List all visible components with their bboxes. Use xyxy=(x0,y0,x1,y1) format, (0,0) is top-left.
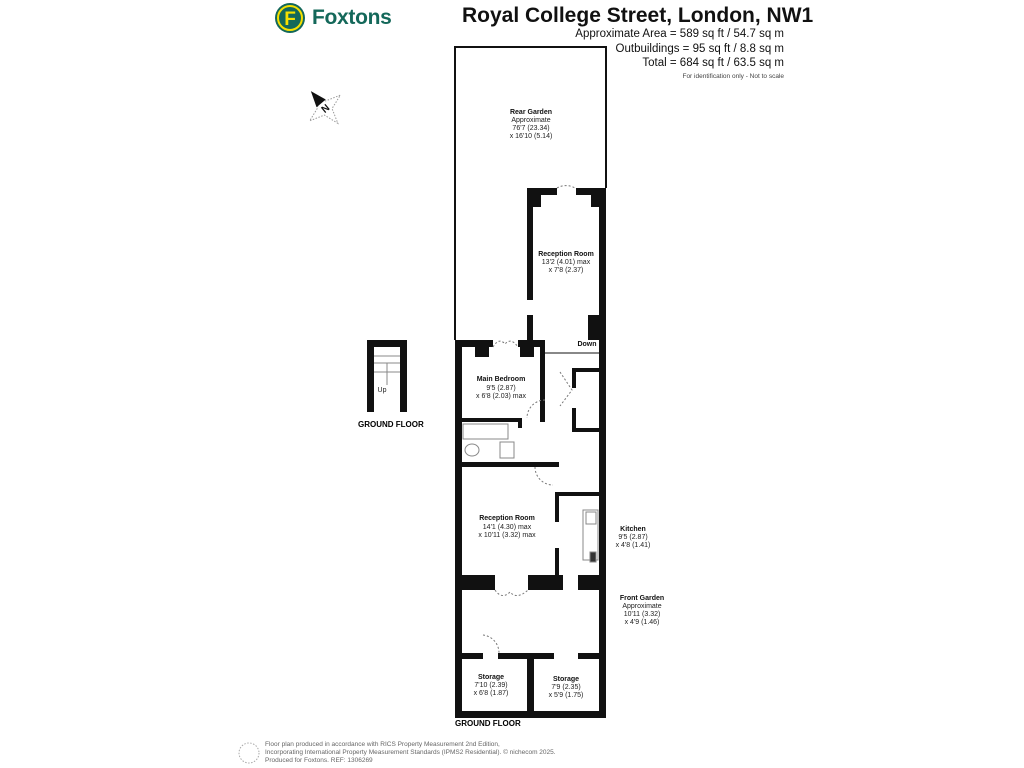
svg-text:Approximate: Approximate xyxy=(622,603,661,610)
compass-icon: N xyxy=(308,91,342,125)
svg-text:x 5'9 (1.75): x 5'9 (1.75) xyxy=(549,692,584,699)
room-front-garden: Front Garden Approximate 10'11 (3.32) x … xyxy=(620,595,664,626)
svg-text:Approximate: Approximate xyxy=(511,117,550,124)
room-kitchen: Kitchen 9'5 (2.87) x 4'8 (1.41) xyxy=(616,526,651,549)
floor-label-main: GROUND FLOOR xyxy=(455,719,521,728)
property-title: Royal College Street, London, NW1 xyxy=(462,4,814,27)
outbuildings-area: Outbuildings = 95 sq ft / 8.8 sq m xyxy=(615,43,784,55)
svg-text:Front Garden: Front Garden xyxy=(620,595,664,602)
svg-text:Reception Room: Reception Room xyxy=(538,251,594,258)
svg-text:x 16'10 (5.14): x 16'10 (5.14) xyxy=(510,133,553,140)
footer-note: Floor plan produced in accordance with R… xyxy=(265,741,556,765)
compass-north-label: N xyxy=(320,103,333,116)
svg-text:x 6'8 (2.03) max: x 6'8 (2.03) max xyxy=(476,393,526,400)
room-main-bedroom: Main Bedroom 9'5 (2.87) x 6'8 (2.03) max xyxy=(476,376,526,400)
kitchen-fixtures xyxy=(582,509,599,563)
disclaimer: For identification only - Not to scale xyxy=(682,73,784,80)
brand-name: Foxtons xyxy=(312,6,392,29)
svg-text:9'5 (2.87): 9'5 (2.87) xyxy=(486,385,515,392)
room-reception-lower: Reception Room 14'1 (4.30) max x 10'11 (… xyxy=(478,515,536,539)
footer-line-3: Produced for Foxtons. REF: 1306269 xyxy=(265,757,373,764)
bathroom-fixtures xyxy=(462,423,515,459)
footer-line-1: Floor plan produced in accordance with R… xyxy=(265,741,500,748)
room-storage-right: Storage 7'9 (2.35) x 5'9 (1.75) xyxy=(549,676,584,699)
door-swings xyxy=(482,185,576,654)
room-reception-upper: Reception Room 13'2 (4.01) max x 7'8 (2.… xyxy=(538,251,594,274)
svg-text:13'2 (4.01) max: 13'2 (4.01) max xyxy=(542,259,591,266)
approximate-area: Approximate Area = 589 sq ft / 54.7 sq m xyxy=(575,28,784,40)
svg-text:F: F xyxy=(284,9,296,30)
svg-text:7'10 (2.39): 7'10 (2.39) xyxy=(474,682,507,689)
svg-text:9'5 (2.87): 9'5 (2.87) xyxy=(618,534,647,541)
svg-text:76'7 (23.34): 76'7 (23.34) xyxy=(512,125,549,132)
svg-text:x 4'8 (1.41): x 4'8 (1.41) xyxy=(616,542,651,549)
svg-text:Rear Garden: Rear Garden xyxy=(510,109,552,116)
svg-text:Kitchen: Kitchen xyxy=(620,526,646,533)
stair-treads xyxy=(374,355,400,385)
floor-label-stair: GROUND FLOOR xyxy=(358,420,424,429)
svg-text:x 7'8 (2.37): x 7'8 (2.37) xyxy=(549,267,584,274)
svg-text:14'1 (4.30) max: 14'1 (4.30) max xyxy=(483,524,532,531)
svg-text:x 4'9 (1.46): x 4'9 (1.46) xyxy=(625,619,660,626)
rear-garden-outline xyxy=(454,46,607,340)
stairs-down-label: Down xyxy=(577,341,596,348)
svg-text:Storage: Storage xyxy=(553,676,579,683)
total-area: Total = 684 sq ft / 63.5 sq m xyxy=(642,57,784,69)
svg-text:7'9 (2.35): 7'9 (2.35) xyxy=(551,684,580,691)
walls xyxy=(367,188,606,718)
svg-text:Main Bedroom: Main Bedroom xyxy=(477,376,526,383)
foxtons-logo: F Foxtons xyxy=(274,2,392,34)
svg-text:Storage: Storage xyxy=(478,674,504,681)
foxtons-logo-icon: F xyxy=(275,3,305,33)
svg-text:Reception Room: Reception Room xyxy=(479,515,535,522)
footer-line-2: Incorporating International Property Mea… xyxy=(265,749,556,756)
svg-text:10'11 (3.32): 10'11 (3.32) xyxy=(624,611,661,618)
svg-text:x 10'11 (3.32) max: x 10'11 (3.32) max xyxy=(478,532,536,539)
stairs-up-label: Up xyxy=(378,387,387,394)
room-storage-left: Storage 7'10 (2.39) x 6'8 (1.87) xyxy=(474,674,509,697)
room-rear-garden: Rear Garden Approximate 76'7 (23.34) x 1… xyxy=(510,109,553,140)
rics-icon xyxy=(238,742,260,764)
svg-text:x 6'8 (1.87): x 6'8 (1.87) xyxy=(474,690,509,697)
